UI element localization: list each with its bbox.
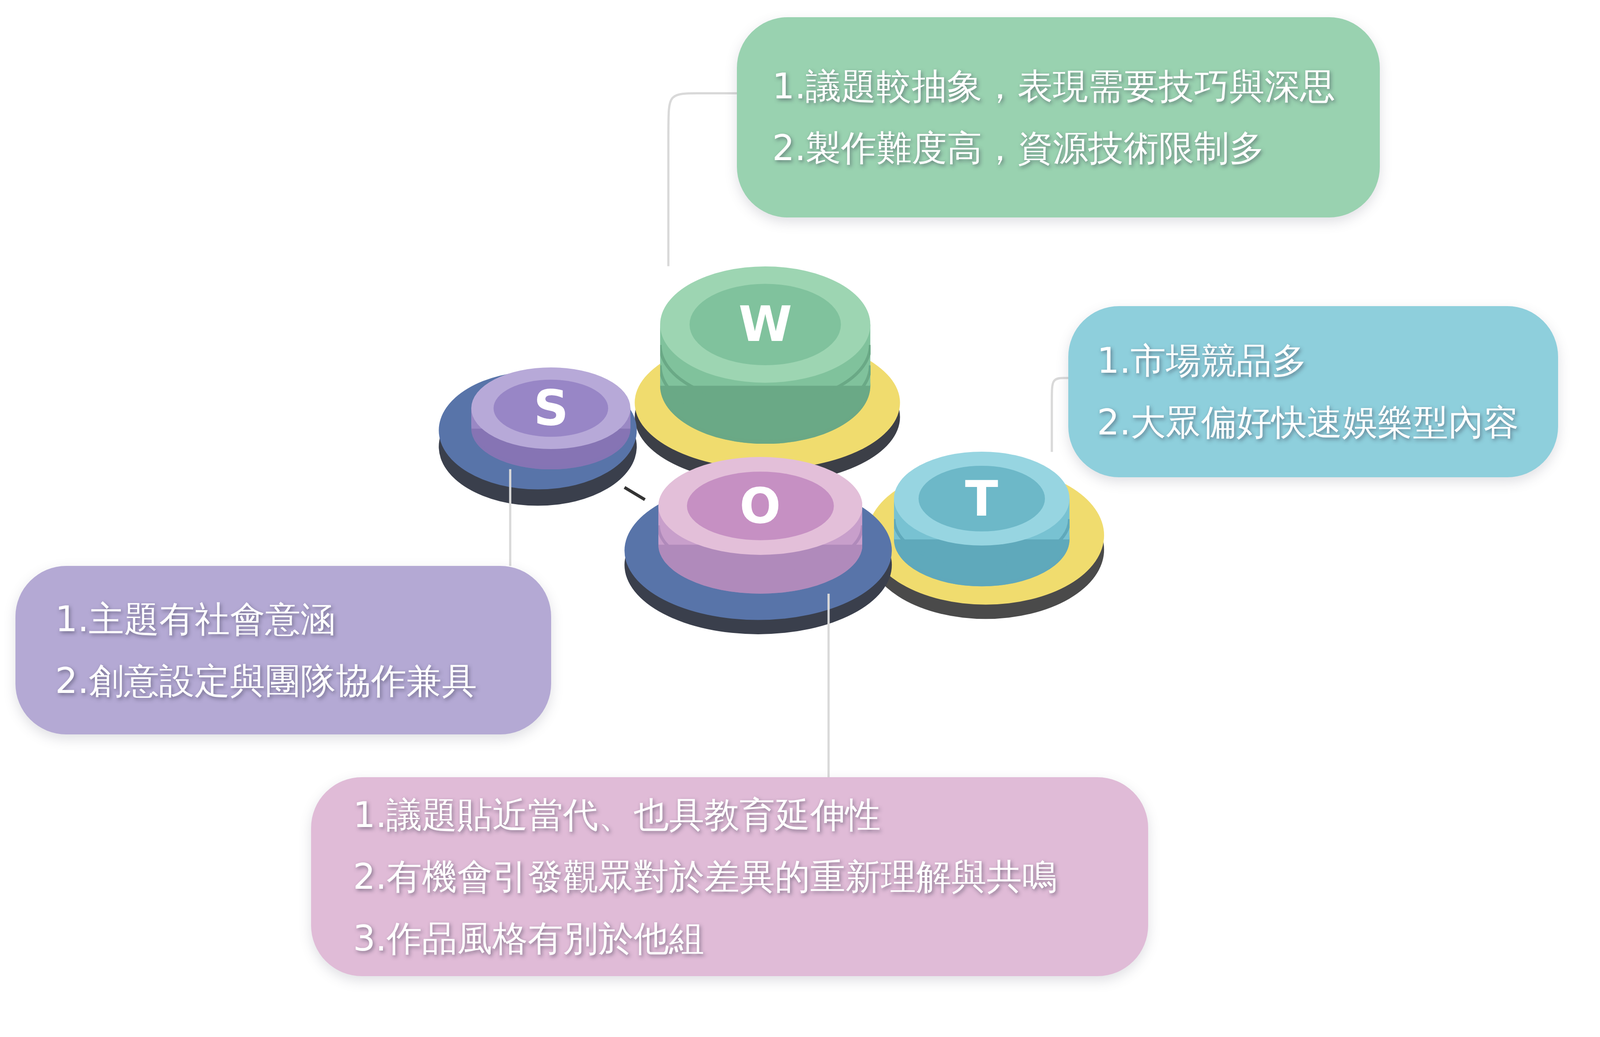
disk-top	[660, 266, 871, 384]
leader-line	[509, 469, 512, 567]
swot-text-box: 1.市場競品多2.大眾偏好快速娛樂型內容	[1068, 306, 1559, 478]
disk-graphic	[660, 266, 871, 444]
swot-point: 1.議題貼近當代、也具教育延伸性	[353, 784, 881, 847]
disk-top	[471, 367, 631, 450]
swot-letter: S	[533, 383, 569, 433]
swot-point: 2.有機會引發觀眾對於差異的重新理解與共鳴	[353, 846, 1058, 909]
swot-point: 3.作品風格有別於他組	[353, 908, 705, 970]
disk-top	[658, 457, 863, 556]
swot-point: 1.主題有社會意涵	[55, 588, 336, 651]
swot-point: 1.市場競品多	[1096, 330, 1308, 392]
swot-point: 2.創意設定與團隊協作兼具	[55, 650, 477, 713]
swot-text-box: 1.主題有社會意涵2.創意設定與團隊協作兼具	[15, 566, 552, 735]
swot-letter: O	[739, 481, 782, 531]
swot-text-box: 1.議題貼近當代、也具教育延伸性2.有機會引發觀眾對於差異的重新理解與共鳴3.作…	[311, 777, 1149, 977]
swot-point: 2.製作難度高，資源技術限制多	[772, 117, 1265, 180]
swot-letter: T	[965, 474, 999, 524]
swot-disk: W	[660, 266, 871, 444]
leader-line	[827, 593, 830, 778]
swot-point: 1.議題較抽象，表現需要技巧與深思	[772, 55, 1336, 118]
disk-face	[686, 471, 834, 541]
disk-top	[893, 451, 1070, 546]
disk-face	[493, 379, 609, 437]
disk-face	[689, 283, 842, 366]
swot-text-box: 1.議題較抽象，表現需要技巧與深思2.製作難度高，資源技術限制多	[736, 17, 1380, 218]
disk-edge	[660, 381, 871, 444]
joint-line	[624, 487, 645, 500]
swot-letter: W	[738, 300, 793, 349]
swot-disk: S	[471, 367, 631, 470]
swot-disk: O	[658, 457, 863, 594]
leader-line	[1051, 378, 1069, 452]
disk-face	[918, 465, 1045, 532]
swot-point: 2.大眾偏好快速娛樂型內容	[1096, 391, 1519, 454]
leader-line	[668, 93, 737, 267]
swot-disk: T	[893, 451, 1070, 587]
